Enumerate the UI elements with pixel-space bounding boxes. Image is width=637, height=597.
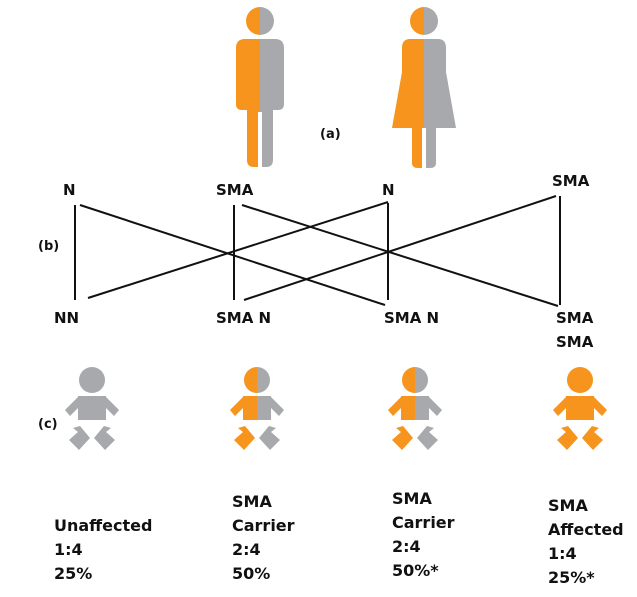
outcome-line: 2:4 bbox=[232, 540, 261, 559]
outcome-line: 50% bbox=[232, 564, 271, 583]
allele-mother-sma: SMA bbox=[552, 172, 590, 190]
outcome-line: 25% bbox=[54, 564, 93, 583]
baby-unaffected-icon bbox=[65, 367, 119, 450]
outcome-line: SMA bbox=[232, 492, 272, 511]
outcome-line: 50%* bbox=[392, 561, 439, 580]
child-genotype: NN bbox=[54, 309, 80, 327]
baby-carrier-icon bbox=[230, 367, 284, 450]
outcome-line: 2:4 bbox=[392, 537, 421, 556]
inheritance-lines bbox=[74, 195, 561, 307]
outcome-affected: SMA Affected 1:4 25%* bbox=[548, 494, 624, 590]
label-alleles: (b) bbox=[38, 239, 60, 254]
outcome-line: Affected bbox=[548, 520, 624, 539]
child-genotype-line2: SMA bbox=[556, 333, 594, 351]
allele-mother-normal: N bbox=[382, 181, 395, 199]
female-carrier-icon bbox=[392, 7, 456, 168]
outcome-line: Carrier bbox=[232, 516, 295, 535]
outcome-line: SMA bbox=[548, 496, 588, 515]
allele-father-normal: N bbox=[63, 181, 76, 199]
outcome-unaffected: Unaffected 1:4 25% bbox=[54, 490, 152, 586]
baby-carrier-icon bbox=[388, 367, 442, 450]
outcome-line bbox=[54, 490, 152, 514]
label-children: (c) bbox=[38, 417, 58, 432]
outcome-line: 1:4 bbox=[54, 540, 83, 559]
child-genotype: SMA bbox=[556, 309, 594, 327]
outcome-carrier: SMA Carrier 2:4 50% bbox=[232, 490, 295, 586]
outcome-carrier: SMA Carrier 2:4 50%* bbox=[392, 487, 455, 583]
allele-father-sma: SMA bbox=[216, 181, 254, 199]
outcome-line: 25%* bbox=[548, 568, 595, 587]
male-carrier-icon bbox=[236, 7, 284, 167]
outcome-line: SMA bbox=[392, 489, 432, 508]
label-parents: (a) bbox=[320, 127, 341, 142]
child-genotype: SMA N bbox=[384, 309, 440, 327]
baby-affected-icon bbox=[553, 367, 607, 450]
child-genotype: SMA N bbox=[216, 309, 272, 327]
outcome-line: Unaffected bbox=[54, 516, 153, 535]
outcome-line: Carrier bbox=[392, 513, 455, 532]
outcome-line: 1:4 bbox=[548, 544, 577, 563]
